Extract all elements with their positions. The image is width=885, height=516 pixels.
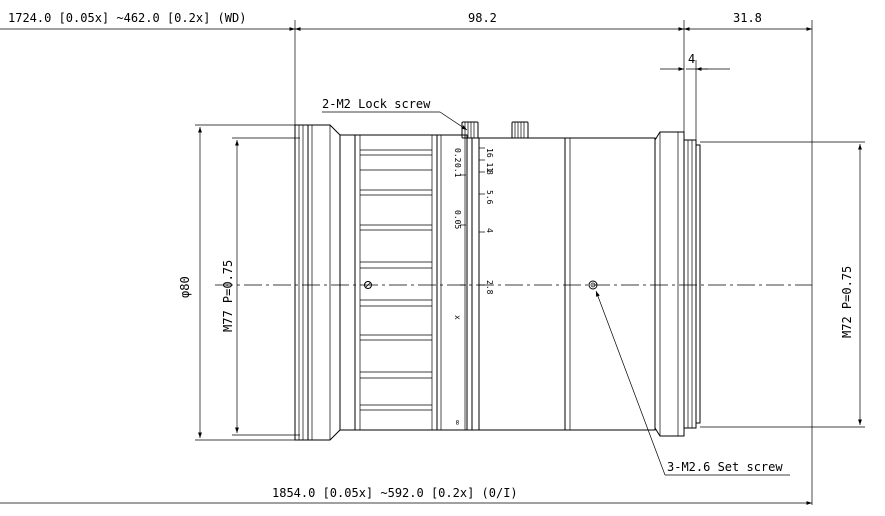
focus-ring-grooves	[360, 149, 432, 411]
mag-mark-3: x	[453, 315, 462, 320]
aperture-mark-1: 8	[485, 170, 494, 175]
mag-mark-4: ∞	[453, 420, 462, 425]
aperture-mark-3: 4	[485, 228, 494, 233]
length-back-label: 31.8	[733, 11, 762, 25]
mag-mark-0: 0.2	[453, 148, 462, 163]
front-ring	[307, 124, 341, 441]
focus-ring	[354, 134, 438, 431]
rear-thread	[695, 144, 701, 424]
set-screw-leader	[595, 290, 666, 476]
rear-ring	[654, 131, 685, 437]
lock-screw-1	[461, 121, 479, 139]
lock-screw-leader	[439, 111, 468, 131]
scale-ring	[436, 134, 468, 431]
rear-thread-label: M72 P=0.75	[840, 266, 854, 338]
lock-screw-label: 2-M2 Lock screw	[322, 97, 431, 111]
oi-range-label: 1854.0 [0.05x] ~592.0 [0.2x] (0/I)	[272, 486, 518, 500]
mag-mark-2: 0.05	[453, 210, 462, 229]
aperture-ticks	[479, 147, 485, 286]
front-lip	[294, 124, 309, 441]
flange-width-label: 4	[688, 52, 695, 66]
aperture-mark-0: 16 11	[485, 148, 494, 172]
wd-range-label: 1724.0 [0.05x] ~462.0 [0.2x] (WD)	[8, 11, 246, 25]
mag-mark-1: 0.1	[453, 163, 462, 178]
rear-barrel	[564, 137, 656, 431]
aperture-index	[466, 137, 480, 431]
front-thread-label: M77 P=0.75	[221, 260, 235, 332]
aperture-mark-4: 2.8	[485, 280, 494, 295]
length-main-label: 98.2	[468, 11, 497, 25]
lock-screw-2	[511, 121, 529, 139]
outer-diameter-label: φ80	[178, 276, 192, 298]
aperture-mark-2: 5.6	[485, 190, 494, 205]
mount-flange	[683, 139, 697, 429]
set-screw-label: 3-M2.6 Set screw	[667, 460, 783, 474]
front-step	[339, 134, 356, 431]
